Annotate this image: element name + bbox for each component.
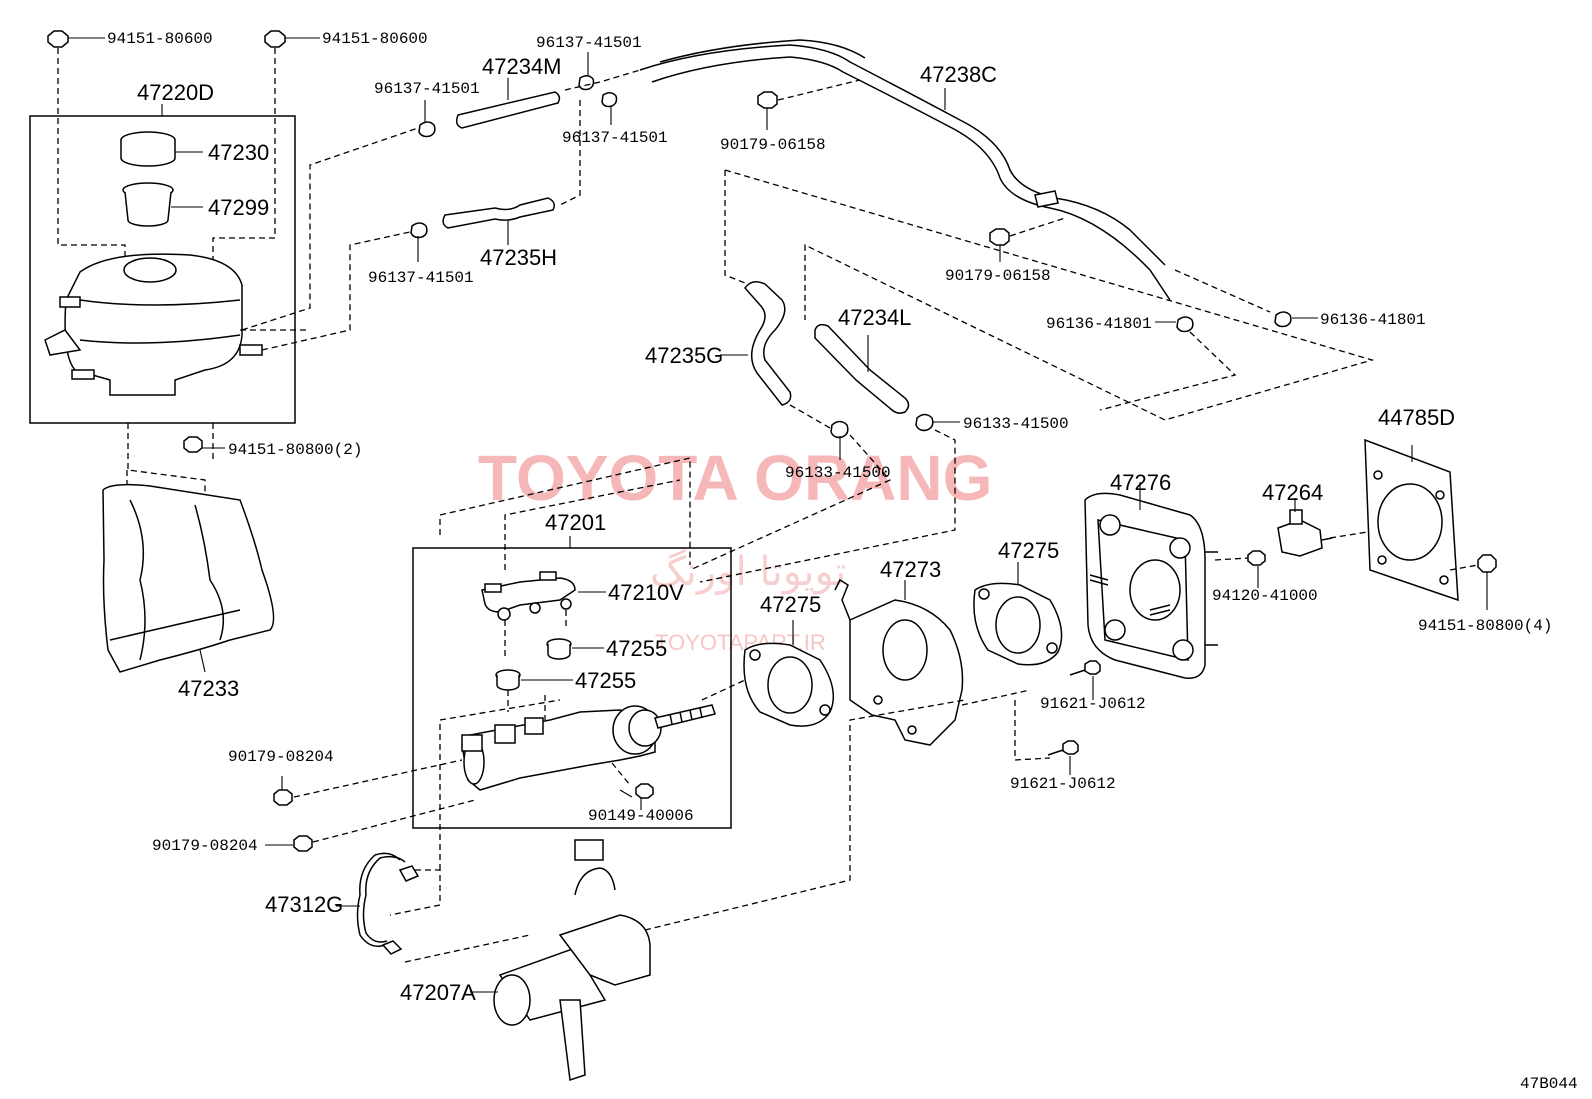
label-47275-b: 47275 [998,538,1059,563]
bracket-47264 [1277,498,1333,557]
clamp-96136-41801-b [1274,311,1318,328]
label-47230: 47230 [208,140,269,165]
label-96136-41801-a: 96136-41801 [1046,315,1152,333]
nut-94151-80800-4 [1477,554,1497,610]
label-90179-08204-b: 90179-08204 [152,837,258,855]
bolt-91621-J0612-b [1047,740,1079,775]
label-47207A: 47207A [400,980,476,1005]
label-47255-a: 47255 [606,636,667,661]
clamp-96136-41801-a [1155,316,1194,333]
label-94151-80600-b: 94151-80600 [322,30,428,48]
label-47275-a: 47275 [760,592,821,617]
label-90179-08204-a: 90179-08204 [228,748,334,766]
clamp-96137-41501-a [418,100,436,138]
watermark-main: TOYOTA ORANG [478,442,992,514]
grommet-90179-06158-b [989,228,1010,262]
label-91621-J0612-b: 91621-J0612 [1010,775,1116,793]
screw-90149-40006 [619,783,654,810]
clamp-96137-41501-c [601,92,618,125]
reservoir-tank [44,253,263,396]
gasket-44785D [1364,438,1459,602]
label-47273: 47273 [880,557,941,582]
nut-94120-41000 [1247,550,1266,588]
label-91621-J0612-a: 91621-J0612 [1040,695,1146,713]
hose-47235G [720,281,792,406]
label-96136-41801-b: 96136-41801 [1320,311,1426,329]
label-90179-06158-a: 90179-06158 [720,136,826,154]
nut-94151-80800-2 [183,436,225,453]
label-47238C: 47238C [920,62,997,87]
hose-47234M [455,78,561,129]
label-96137-41501-d: 96137-41501 [368,269,474,287]
bolt-91621-J0612-a [1069,660,1101,700]
label-94151-80800-2: 94151-80800(2) [228,441,362,459]
label-47235G: 47235G [645,343,723,368]
label-90149-40006: 90149-40006 [588,807,694,825]
clamp-96137-41501-b [578,52,595,91]
pump-47207A [470,839,651,1082]
grommet-90179-08204-b [265,835,313,852]
label-94120-41000: 94120-41000 [1212,587,1318,605]
insulator-47233 [102,483,275,673]
label-94151-80600-a: 94151-80600 [107,30,213,48]
grommet-47255-a [546,638,604,660]
label-94151-80800-4: 94151-80800(4) [1418,617,1552,635]
hose-47235H [442,197,555,245]
grommet-47255-b [495,669,573,691]
master-cylinder-group-box [412,547,732,829]
label-47234M: 47234M [482,54,562,79]
label-47235H: 47235H [480,245,557,270]
bracket-47273 [834,578,964,746]
nut-94151-80600-right [264,30,320,48]
grommet-90179-06158-a [757,91,778,130]
label-96133-41500-b: 96133-41500 [785,464,891,482]
label-47299: 47299 [208,195,269,220]
clamp-96133-41500-a [915,413,960,432]
label-47220D: 47220D [137,80,214,105]
master-cylinder-body [461,704,716,791]
label-47233: 47233 [178,676,239,701]
pipe-47238C [639,39,1171,301]
label-96137-41501-a: 96137-41501 [374,80,480,98]
label-96133-41500-a: 96133-41500 [963,415,1069,433]
label-44785D: 44785D [1378,405,1455,430]
label-47210V: 47210V [608,580,684,605]
figure-id: 47B044 [1520,1075,1578,1093]
strainer-47299 [122,182,203,227]
label-96137-41501-b: 96137-41501 [536,34,642,52]
plate-47276 [1084,482,1218,679]
reservoir-cap-47230 [120,131,203,167]
label-47312G: 47312G [265,892,343,917]
gasket-47275-right [973,562,1063,666]
label-96137-41501-c: 96137-41501 [562,129,668,147]
label-47264: 47264 [1262,480,1323,505]
grommet-90179-08204-a [273,776,293,806]
label-90179-06158-b: 90179-06158 [945,267,1051,285]
clamp-96133-41500-b [830,420,849,460]
gasket-47275-left [743,620,835,727]
hose-47234L [814,323,910,414]
nut-94151-80600-left [47,30,105,48]
clamp-96137-41501-d [410,222,428,262]
label-47255-b: 47255 [575,668,636,693]
label-47276: 47276 [1110,470,1171,495]
label-47234L: 47234L [838,305,911,330]
label-47201: 47201 [545,510,606,535]
union-47210V [481,571,606,621]
harness-47312G [336,852,420,955]
